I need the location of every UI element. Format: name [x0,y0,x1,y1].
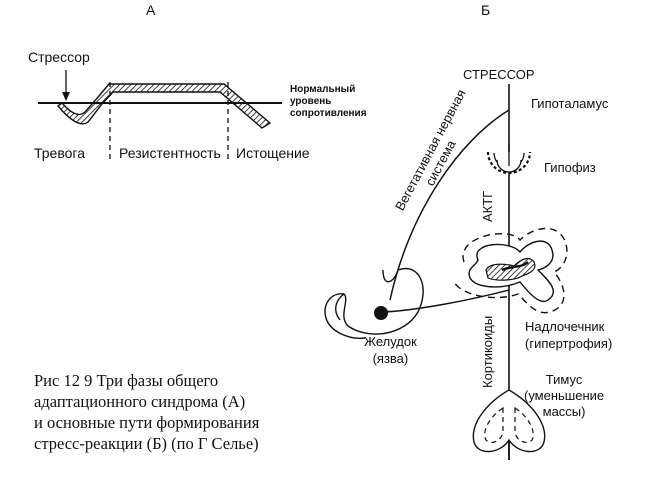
pituitary-gland [486,143,532,175]
caption-line-4: стресс-реакции (Б) (по Г Селье) [34,434,259,453]
hypothalamus-label: Гипоталамус [531,96,609,111]
acth-label: АКТГ [480,190,495,222]
normal-level-line-1: Нормальный [290,84,356,95]
phase-resistance: Резистентность [119,145,221,161]
caption-line-2: адаптационного синдрома (А) [34,392,246,411]
thymus [472,389,546,460]
caption-line-1: Рис 12 9 Три фазы общего [34,371,219,390]
stressor-label-b: СТРЕССОР [463,67,535,82]
caption-line-3: и основные пути формирования [34,413,260,432]
stomach-line-1: Желудок [364,334,417,349]
panel-a-label: А [146,2,156,18]
ulcer-dot [374,306,388,320]
adrenal-stomach-line [383,289,510,313]
figure-caption: Рис 12 9 Три фазы общего адаптационного … [34,370,259,454]
resistance-curve [56,83,272,129]
vegetative-nerve-line [389,109,510,301]
corticoids-label: Кортикоиды [480,315,495,388]
normal-level-line-3: сопротивления [290,108,367,119]
pituitary-label: Гипофиз [544,160,596,175]
panel-b-diagram [324,84,568,460]
stomach-line-2: (язва) [372,351,409,366]
thymus-label: Тимус (уменьшение массы) [524,372,604,420]
panel-a-graph [38,70,282,163]
phase-exhaustion: Истощение [236,145,310,161]
panel-b-label: Б [481,2,491,18]
normal-level-label: Нормальный уровень сопротивления [290,84,367,120]
stomach [324,267,424,339]
adrenal-gland [453,227,568,314]
thymus-line-2: (уменьшение [524,388,605,403]
thymus-line-3: массы) [542,404,586,419]
thymus-line-1: Тимус [545,372,583,387]
adrenal-line-1: Надлочечник [525,319,605,334]
phase-alarm: Тревога [34,145,85,161]
normal-level-line-2: уровень [290,96,332,107]
adrenal-label: Надлочечник (гипертрофия) [525,318,612,352]
adrenal-line-2: (гипертрофия) [525,336,613,351]
stomach-label: Желудок (язва) [364,333,417,367]
stressor-label-a: Стрессор [28,49,90,65]
